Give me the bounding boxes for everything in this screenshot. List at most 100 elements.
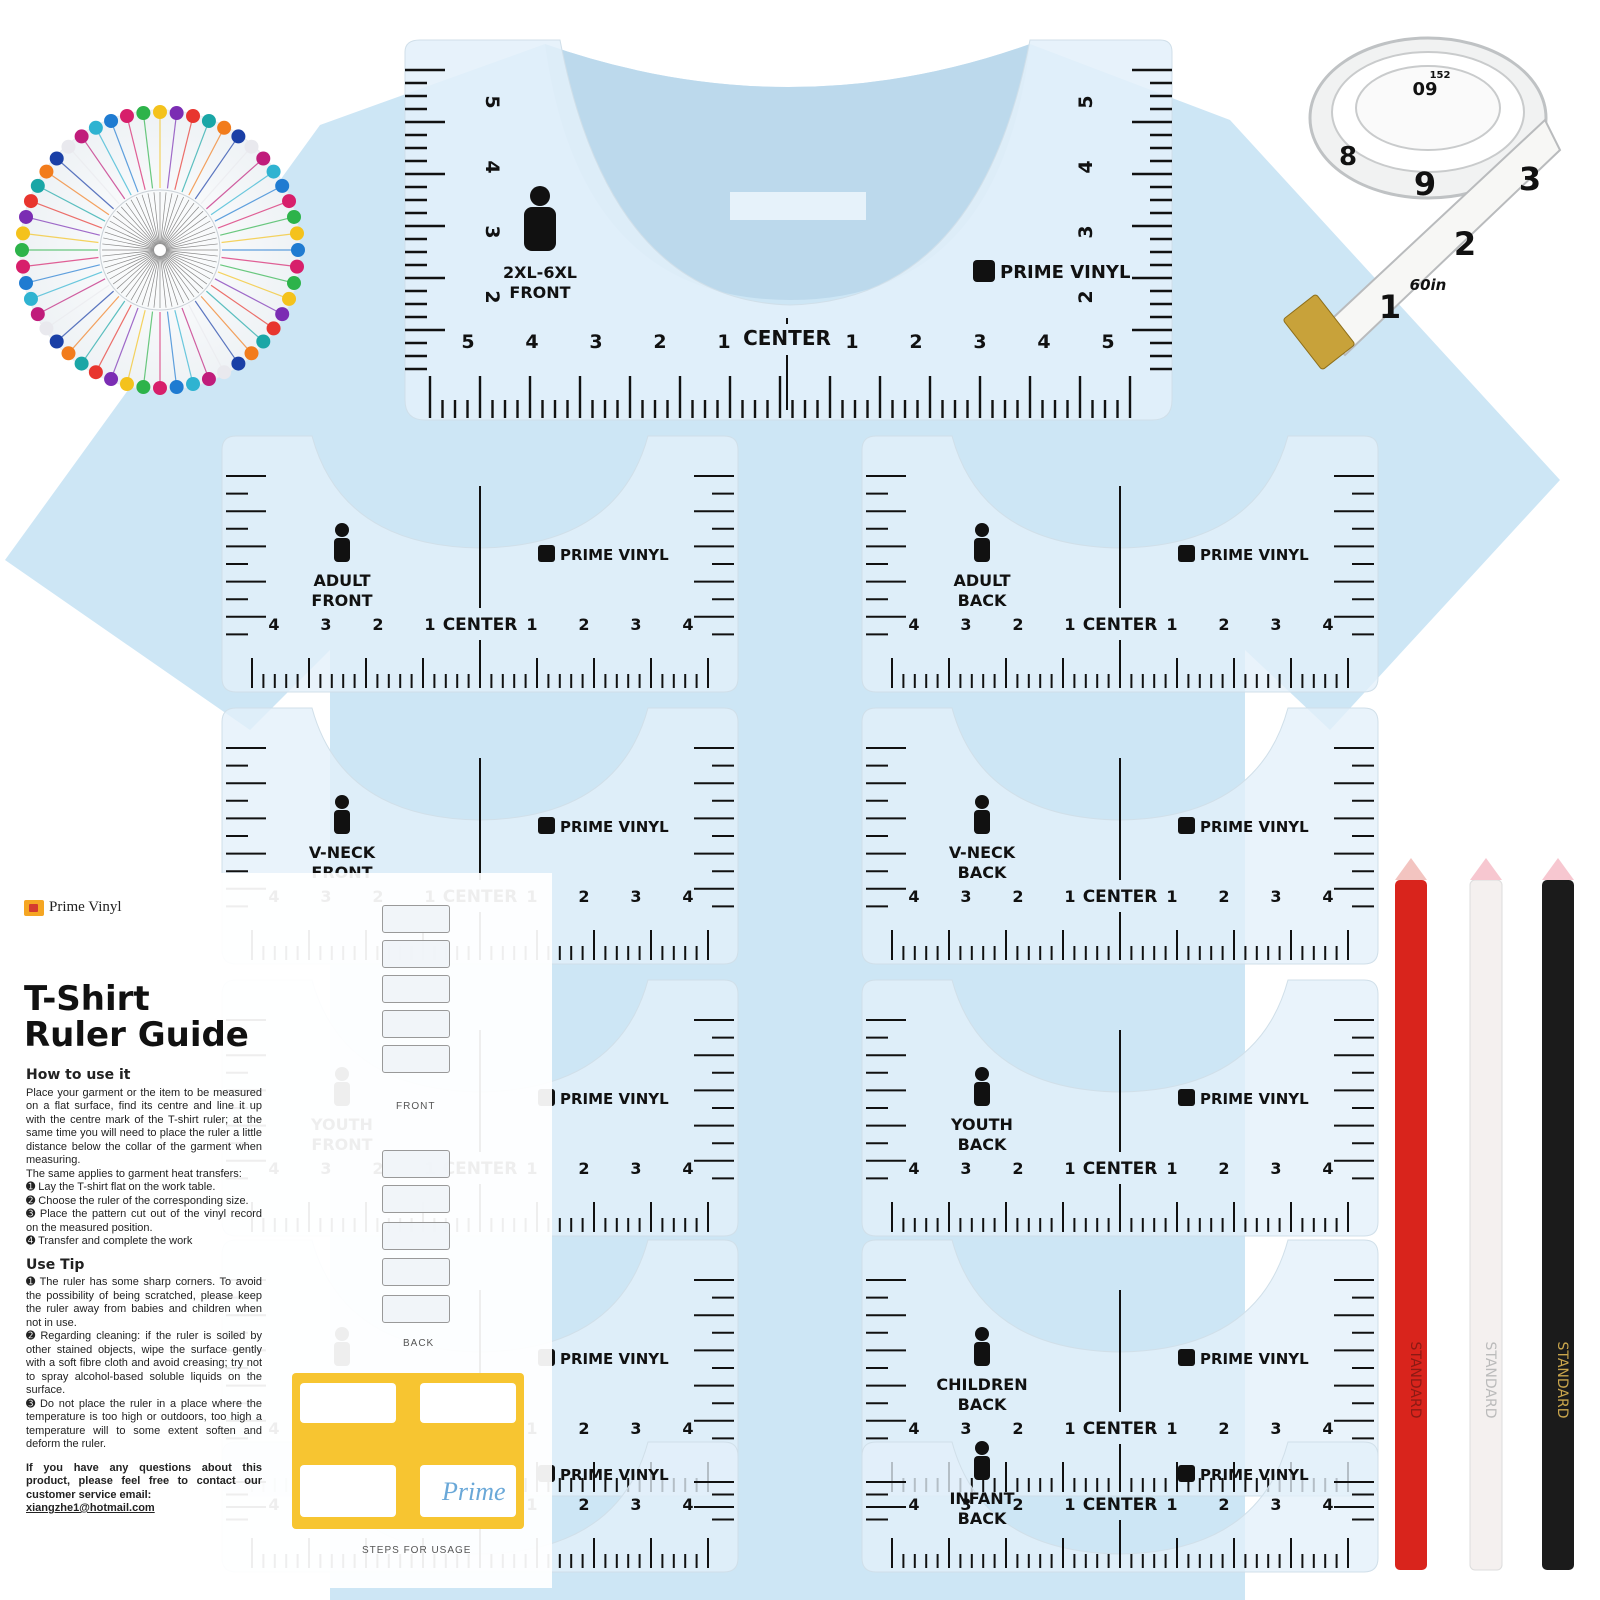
tape-measure: 9 3 2 1 60in 8 09 152	[1283, 36, 1562, 370]
pencil-white-label: STANDARD	[1482, 1341, 1498, 1418]
instruction-leaflet: Prime Vinyl T-Shirt Ruler Guide How to u…	[0, 873, 552, 1588]
pin-head	[286, 209, 301, 224]
ruler-thumbnail	[382, 1258, 450, 1286]
ruler-number-right: 3	[1270, 615, 1281, 634]
howto-heading: How to use it	[26, 1067, 131, 1083]
pin-head	[19, 209, 34, 224]
ruler-size-label: CHILDREN	[936, 1375, 1027, 1394]
caption-back: BACK	[403, 1338, 435, 1349]
ruler-number-left: 2	[372, 615, 383, 634]
pin-head	[88, 365, 103, 380]
ruler-number-left: 3	[960, 1159, 971, 1178]
pin-head	[136, 106, 151, 121]
person-icon	[974, 1441, 990, 1480]
pin-head	[16, 226, 31, 241]
ruler-center-label: CENTER	[1083, 887, 1158, 907]
ruler-number-right: 4	[1322, 615, 1333, 634]
howto-paragraph: Place your garment or the item to be mea…	[26, 1086, 262, 1167]
ruler-number-right: 2	[1218, 1159, 1229, 1178]
pin-head	[104, 372, 119, 387]
pin-head	[23, 194, 38, 209]
pin-head	[16, 259, 31, 274]
ruler-thumbnail	[382, 940, 450, 968]
pin-head	[256, 151, 271, 166]
pin-head	[289, 259, 304, 274]
ruler-number-left: 2	[1012, 1159, 1023, 1178]
ruler-number-right: 2	[1218, 1419, 1229, 1438]
pin-head	[201, 113, 216, 128]
pin-head	[136, 379, 151, 394]
ruler-number-right: 2	[578, 615, 589, 634]
main-vertical-number-right: 3	[1075, 225, 1097, 238]
ruler-number-right: 1	[1166, 887, 1177, 906]
ruler-number-left: 1	[1064, 1495, 1075, 1514]
ruler-number-right: 1	[526, 615, 537, 634]
pin-head	[30, 307, 45, 322]
tape-label-60in: 60in	[1410, 276, 1447, 294]
person-icon	[334, 523, 350, 562]
contact-text: If you have any questions about this pro…	[26, 1461, 262, 1501]
main-size-label: 2XL-6XL	[503, 263, 577, 282]
ruler-number-right: 1	[1166, 1419, 1177, 1438]
ruler-number-left: 1	[1064, 1419, 1075, 1438]
ruler-body	[861, 1441, 1379, 1573]
caption-front: FRONT	[396, 1101, 436, 1112]
ruler-number-left: 4	[908, 1419, 919, 1438]
ruler-brand-name: PRIME VINYL	[560, 1466, 669, 1484]
ruler-number-right: 4	[682, 1159, 693, 1178]
ruler-number-right: 4	[1322, 1495, 1333, 1514]
pin-head	[39, 321, 54, 336]
pin-head	[49, 334, 64, 349]
ruler-number-right: 3	[1270, 1495, 1281, 1514]
ruler-number-right: 1	[1166, 1495, 1177, 1514]
main-number-left: 3	[589, 331, 602, 353]
pin-head	[15, 243, 29, 257]
ruler-number-left: 4	[908, 1159, 919, 1178]
ruler-thumbnail	[382, 1045, 450, 1073]
tip-heading: Use Tip	[26, 1256, 85, 1273]
leaflet-brand: Prime Vinyl	[24, 899, 122, 916]
ruler-number-right: 4	[682, 615, 693, 634]
ruler-number-left: 2	[1012, 887, 1023, 906]
leaflet-title-line2: Ruler Guide	[24, 1015, 249, 1055]
ruler-number-right: 4	[682, 1495, 693, 1514]
pin-head	[275, 178, 290, 193]
ruler-number-left: 1	[424, 615, 435, 634]
brand-logo-icon	[538, 545, 555, 562]
leaflet-brand-name: Prime Vinyl	[49, 899, 122, 915]
ruler-number-right: 3	[1270, 1159, 1281, 1178]
tape-label-8: 8	[1339, 142, 1357, 172]
ruler-number-right: 3	[630, 615, 641, 634]
ruler-number-right: 1	[1166, 1159, 1177, 1178]
pin-head	[186, 376, 201, 391]
ruler-number-right: 4	[1322, 1159, 1333, 1178]
pin-head	[169, 106, 184, 121]
pin-head	[49, 151, 64, 166]
ruler-size-label: ADULT	[953, 571, 1010, 590]
tip-3: ➌ Do not place the ruler in a place wher…	[26, 1397, 262, 1451]
tape-label-152: 152	[1430, 70, 1451, 81]
ruler-number-left: 3	[960, 887, 971, 906]
ruler-thumbnail	[382, 1185, 450, 1213]
pin-head	[74, 356, 89, 371]
pin-head	[153, 105, 167, 119]
main-side-label: FRONT	[509, 283, 570, 302]
ruler-number-left: 3	[320, 615, 331, 634]
ruler-number-left: 4	[908, 1495, 919, 1514]
ruler-number-right: 2	[578, 1495, 589, 1514]
tape-label-2: 2	[1454, 225, 1476, 263]
main-brand-logo-icon	[973, 260, 995, 282]
leaflet-body: How to use it Place your garment or the …	[26, 1067, 262, 1516]
ruler-side-label: BACK	[958, 1509, 1007, 1528]
ruler-brand-name: PRIME VINYL	[560, 546, 669, 564]
main-vertical-number-right: 4	[1075, 160, 1097, 173]
brand-logo-icon	[1178, 1349, 1195, 1366]
leaflet-title-line1: T-Shirt	[24, 979, 150, 1019]
ruler-number-right: 3	[630, 1495, 641, 1514]
ruler-number-right: 2	[578, 1159, 589, 1178]
ruler-number-left: 2	[1012, 615, 1023, 634]
main-vertical-number-left: 2	[481, 290, 503, 303]
